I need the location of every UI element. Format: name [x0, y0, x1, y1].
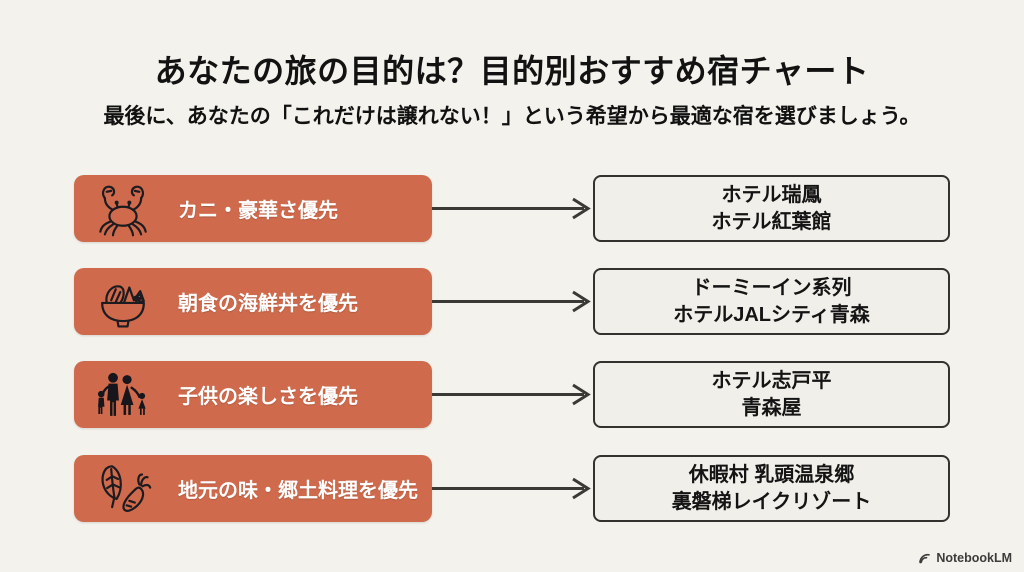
- hotel-name: ホテル志戸平: [711, 369, 832, 392]
- hotel-name: 裏磐梯レイクリゾート: [671, 490, 872, 513]
- hotel-box: 休暇村 乳頭温泉郷 裏磐梯レイクリゾート: [593, 455, 950, 522]
- chart-row: 子供の楽しさを優先 ホテル志戸平 青森屋: [74, 361, 950, 428]
- vegetables-icon: [94, 460, 152, 518]
- hotel-name: 青森屋: [741, 396, 802, 419]
- hotel-name: ドーミーイン系列: [691, 276, 852, 299]
- goal-box-crab: カニ・豪華さ優先: [74, 175, 432, 242]
- hotel-box: ホテル瑞鳳 ホテル紅葉館: [593, 175, 950, 242]
- goal-label: 子供の楽しさを優先: [178, 386, 358, 408]
- chart-row: 地元の味・郷土料理を優先 休暇村 乳頭温泉郷 裏磐梯レイクリゾート: [74, 455, 950, 522]
- page-title: あなたの旅の目的は？目的別おすすめ宿チャート: [154, 53, 870, 89]
- seafood-bowl-icon: [94, 273, 152, 331]
- goal-label: 地元の味・郷土料理を優先: [178, 480, 418, 502]
- hotel-box: ドーミーイン系列 ホテルJALシティ青森: [593, 268, 950, 335]
- goal-label: 朝食の海鮮丼を優先: [178, 293, 358, 315]
- page-subtitle: 最後に、あなたの「これだけは譲れない！」という希望から最適な宿を選びましょう。: [103, 105, 921, 128]
- crab-icon: [94, 180, 152, 238]
- chart-row: カニ・豪華さ優先 ホテル瑞鳳 ホテル紅葉館: [74, 175, 950, 242]
- arrow-right: [432, 455, 593, 522]
- goal-box-family: 子供の楽しさを優先: [74, 361, 432, 428]
- arrow-right: [432, 268, 593, 335]
- goal-box-seafood: 朝食の海鮮丼を優先: [74, 268, 432, 335]
- arrow-right: [432, 175, 593, 242]
- goal-label: カニ・豪華さ優先: [178, 200, 338, 222]
- family-icon: [94, 366, 152, 424]
- hotel-name: ホテル瑞鳳: [721, 183, 822, 206]
- hotel-box: ホテル志戸平 青森屋: [593, 361, 950, 428]
- goal-box-local-food: 地元の味・郷土料理を優先: [74, 455, 432, 522]
- watermark: NotebookLM: [918, 551, 1012, 565]
- notebooklm-icon: [918, 552, 931, 565]
- notebooklm-label: NotebookLM: [936, 551, 1012, 565]
- hotel-name: 休暇村 乳頭温泉郷: [688, 463, 855, 486]
- chart-row: 朝食の海鮮丼を優先 ドーミーイン系列 ホテルJALシティ青森: [74, 268, 950, 335]
- hotel-name: ホテル紅葉館: [711, 210, 832, 233]
- hotel-name: ホテルJALシティ青森: [673, 303, 870, 326]
- arrow-right: [432, 361, 593, 428]
